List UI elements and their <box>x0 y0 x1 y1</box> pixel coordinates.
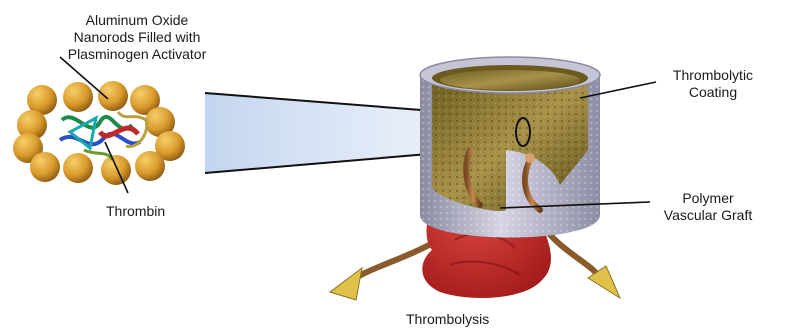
polymer-vascular-graft <box>420 57 600 238</box>
polymer-graft-label: Polymer Vascular Graft <box>640 190 776 224</box>
coating-label-line-2: Coating <box>654 84 772 101</box>
graft-label-line-2: Vascular Graft <box>640 207 776 224</box>
nanorods-label-line-2: Nanorods Filled with <box>18 29 256 46</box>
nanorods-label: Aluminum Oxide Nanorods Filled with Plas… <box>18 12 256 63</box>
thrombolytic-coating-label: Thrombolytic Coating <box>654 67 772 101</box>
coating-label-line-1: Thrombolytic <box>654 67 772 84</box>
graft-label-line-1: Polymer <box>640 190 776 207</box>
nanorods-label-line-1: Aluminum Oxide <box>18 12 256 29</box>
thrombin-label: Thrombin <box>106 203 165 220</box>
thrombolysis-label: Thrombolysis <box>406 311 489 328</box>
nanorod-cluster <box>13 81 185 185</box>
nanorods-label-line-3: Plasminogen Activator <box>18 46 256 63</box>
thrombin-protein <box>60 112 147 160</box>
